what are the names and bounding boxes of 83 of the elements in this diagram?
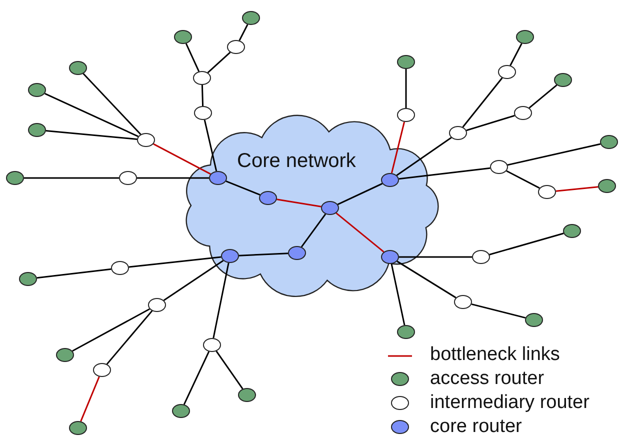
router-circle — [397, 55, 415, 69]
router-circle — [111, 261, 129, 275]
link-line — [44, 92, 139, 138]
legend-label: access router — [430, 368, 544, 390]
router-circle — [148, 298, 166, 312]
link-line — [226, 180, 260, 196]
router-circle — [554, 73, 572, 87]
link-line — [396, 260, 456, 298]
link-line — [398, 167, 490, 180]
link-line — [528, 84, 558, 108]
router-circle — [203, 338, 221, 352]
router-circle — [397, 108, 415, 122]
router-circle — [454, 295, 472, 309]
bottleneck-link — [153, 143, 211, 175]
link-line — [337, 182, 383, 206]
bottleneck-link — [80, 376, 100, 422]
router-circle — [449, 126, 467, 140]
link-line — [72, 308, 150, 352]
bottleneck-link — [336, 212, 384, 252]
link-line — [462, 77, 503, 128]
link-line — [46, 130, 138, 140]
router-circle — [490, 160, 508, 174]
router-circle — [227, 40, 245, 54]
bottleneck-link — [390, 122, 406, 174]
router-circle — [6, 171, 24, 185]
link-line — [300, 214, 326, 248]
router-circle — [28, 83, 46, 97]
router-circle — [28, 123, 46, 137]
link-line — [82, 73, 142, 135]
cloud-label: Core network — [237, 150, 356, 173]
router-circle — [472, 250, 490, 264]
router-circle — [194, 106, 212, 120]
router-circle — [514, 106, 532, 120]
link-line — [163, 260, 224, 302]
router-circle — [19, 272, 37, 286]
link-line — [137, 177, 209, 179]
router-circle — [600, 135, 618, 149]
router-circle — [242, 11, 260, 25]
router-circle — [69, 61, 87, 75]
link-line — [24, 177, 119, 179]
legend-label: intermediary router — [430, 392, 590, 414]
link-line — [405, 69, 407, 108]
router-circle — [174, 30, 192, 44]
link-line — [207, 52, 231, 74]
link-line — [489, 232, 564, 256]
legend-label: bottleneck links — [430, 344, 560, 366]
router-circle — [119, 171, 137, 185]
link-line — [106, 310, 153, 365]
router-circle — [598, 179, 616, 193]
link-line — [238, 24, 248, 41]
link-line — [238, 252, 288, 256]
link-line — [201, 84, 204, 106]
router-circle — [172, 404, 190, 418]
router-circle — [525, 313, 543, 327]
link-line — [399, 256, 472, 258]
link-line — [36, 268, 112, 279]
router-circle — [563, 224, 581, 238]
link-line — [506, 170, 540, 189]
router-circle — [538, 185, 556, 199]
link-line — [510, 43, 522, 66]
router-circle — [516, 30, 534, 44]
link-line — [466, 114, 515, 132]
link-line — [216, 350, 244, 390]
router-circle — [193, 71, 211, 85]
link-line — [183, 351, 210, 405]
link-line — [128, 256, 222, 268]
link-line — [396, 136, 452, 176]
bottleneck-link — [556, 186, 598, 192]
router-circle — [56, 348, 74, 362]
link-line — [471, 303, 526, 319]
router-circle — [137, 133, 155, 147]
router-circle — [238, 388, 256, 402]
router-circle — [69, 421, 87, 435]
router-circle — [498, 65, 516, 79]
router-circle — [93, 363, 111, 377]
link-line — [507, 143, 601, 166]
link-line — [185, 43, 200, 72]
link-line — [204, 120, 218, 172]
link-line — [212, 262, 230, 338]
router-circle — [397, 325, 415, 339]
bottleneck-link — [276, 198, 322, 208]
link-line — [390, 264, 406, 326]
legend-label: core router — [430, 416, 522, 438]
